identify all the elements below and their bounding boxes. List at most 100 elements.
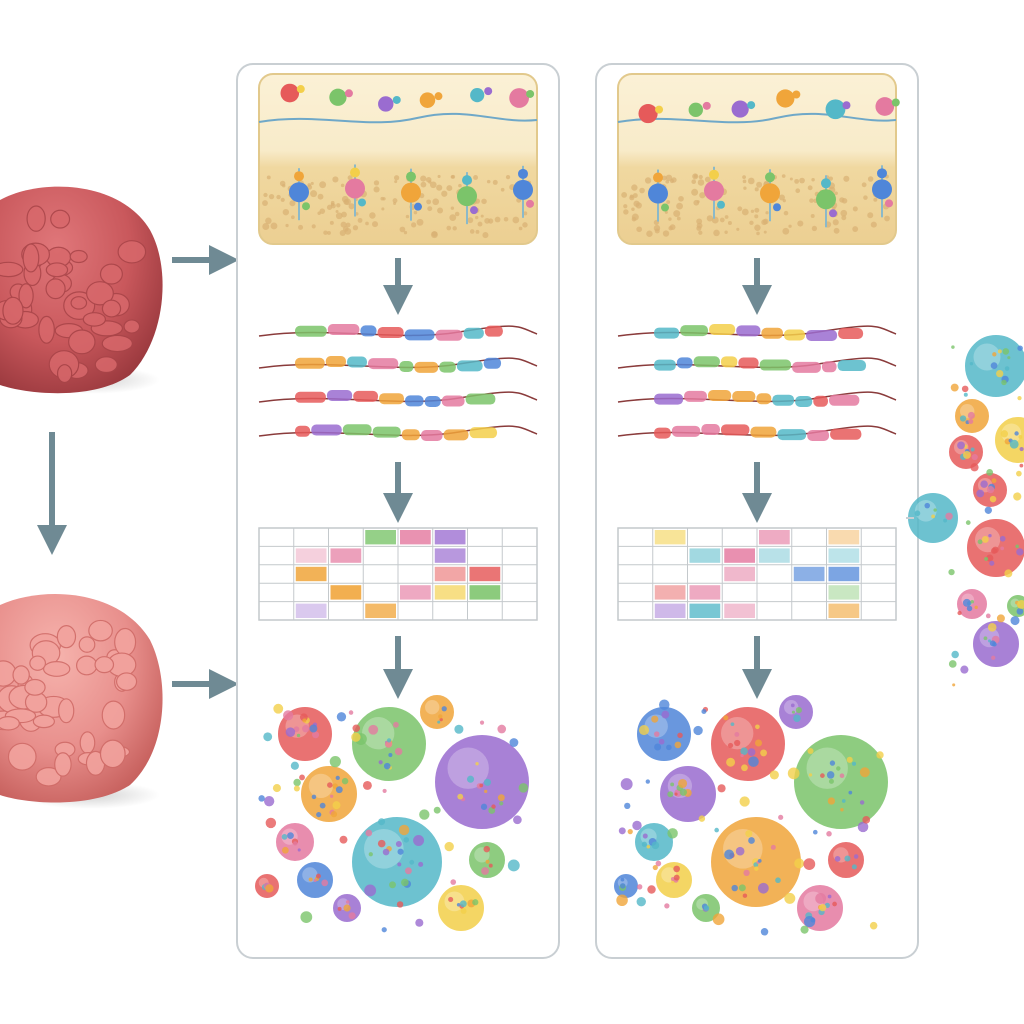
small-protein — [398, 824, 410, 836]
small-protein — [815, 893, 827, 904]
tissue-cell — [7, 742, 37, 771]
small-protein — [309, 724, 318, 733]
peptide-segment — [654, 359, 676, 371]
table-cell — [759, 530, 790, 545]
small-protein — [265, 884, 274, 893]
free-protein — [280, 83, 300, 103]
free-protein — [378, 96, 394, 112]
peptide-segment — [399, 361, 414, 373]
small-protein — [620, 778, 633, 791]
small-protein — [970, 447, 975, 452]
small-protein — [755, 724, 760, 730]
table-cell — [365, 603, 396, 618]
protein-blob — [333, 894, 361, 922]
small-protein — [857, 821, 869, 833]
peptide-segment — [295, 357, 325, 369]
small-protein — [661, 710, 670, 719]
data-table — [617, 527, 897, 621]
small-protein — [264, 796, 275, 807]
small-protein — [300, 911, 313, 923]
protein-blob — [779, 695, 813, 729]
small-protein — [965, 520, 971, 526]
small-protein — [283, 710, 294, 721]
peptide-segment — [441, 395, 465, 407]
small-protein — [415, 918, 424, 927]
tissue-cell — [45, 278, 66, 300]
small-protein — [365, 829, 373, 837]
small-protein — [862, 815, 871, 824]
peptide-chains — [617, 324, 897, 441]
small-protein — [787, 767, 800, 780]
small-protein — [348, 710, 354, 715]
peptide-segment — [654, 327, 680, 339]
peptide-segment — [377, 327, 404, 339]
tissue-cell — [2, 296, 24, 325]
small-protein — [976, 489, 985, 498]
peptide-segment — [424, 395, 441, 407]
protein-blob — [908, 493, 958, 543]
peptide-segment — [443, 429, 469, 441]
tissue-cell — [117, 240, 147, 264]
small-protein — [444, 841, 454, 852]
small-protein — [624, 802, 631, 810]
tissue-cell — [101, 700, 126, 730]
peptide-segment — [709, 324, 736, 336]
small-protein — [339, 835, 348, 844]
small-protein — [693, 725, 703, 736]
protein-blob — [711, 707, 785, 781]
protein-cluster — [614, 695, 888, 936]
small-protein — [638, 725, 650, 736]
small-protein — [395, 841, 402, 847]
table-cell — [654, 530, 686, 545]
small-protein — [807, 748, 814, 755]
small-protein — [712, 913, 725, 926]
peptide-segment — [738, 357, 759, 369]
table-cell — [828, 603, 860, 618]
small-protein — [1017, 599, 1024, 609]
tissue-cell — [123, 319, 141, 334]
table-cell — [295, 603, 327, 618]
tissue-cell — [75, 655, 98, 676]
peptide-segment — [295, 425, 311, 437]
small-protein — [336, 712, 347, 722]
peptide-segment — [469, 427, 498, 439]
peptide-segment — [404, 329, 435, 341]
small-protein — [876, 751, 884, 759]
small-protein — [497, 724, 507, 734]
table-cell — [654, 585, 686, 600]
peptide-segment — [326, 390, 353, 402]
small-protein — [984, 556, 989, 561]
peptide-segment — [439, 361, 456, 373]
side-protein-cluster — [906, 335, 1024, 687]
small-protein — [784, 892, 796, 904]
tissue-sample-dark — [0, 186, 163, 394]
small-protein — [948, 568, 955, 576]
small-protein — [1004, 569, 1013, 578]
small-protein — [293, 785, 300, 792]
small-protein — [769, 770, 779, 780]
peptide-segment — [806, 329, 838, 341]
small-protein — [329, 755, 341, 768]
membrane-protein — [872, 179, 892, 200]
small-protein — [960, 665, 969, 674]
small-protein — [948, 660, 957, 668]
peptide-segment — [676, 357, 693, 369]
tissue-cell — [0, 261, 24, 278]
small-protein — [778, 814, 784, 820]
small-protein — [616, 894, 628, 907]
small-protein — [1015, 544, 1019, 549]
peptide-segment — [368, 358, 399, 370]
peptide-segment — [465, 393, 496, 405]
membrane-protein — [345, 178, 365, 199]
protein-blob — [435, 735, 529, 829]
small-protein — [378, 760, 383, 765]
small-protein — [1016, 548, 1024, 556]
tissue-cell — [70, 296, 88, 310]
tissue-cell — [42, 661, 71, 677]
peptide-segment — [830, 428, 862, 440]
small-protein — [302, 725, 310, 733]
small-protein — [738, 884, 746, 892]
small-protein — [513, 815, 522, 825]
protein-blob — [995, 417, 1024, 463]
